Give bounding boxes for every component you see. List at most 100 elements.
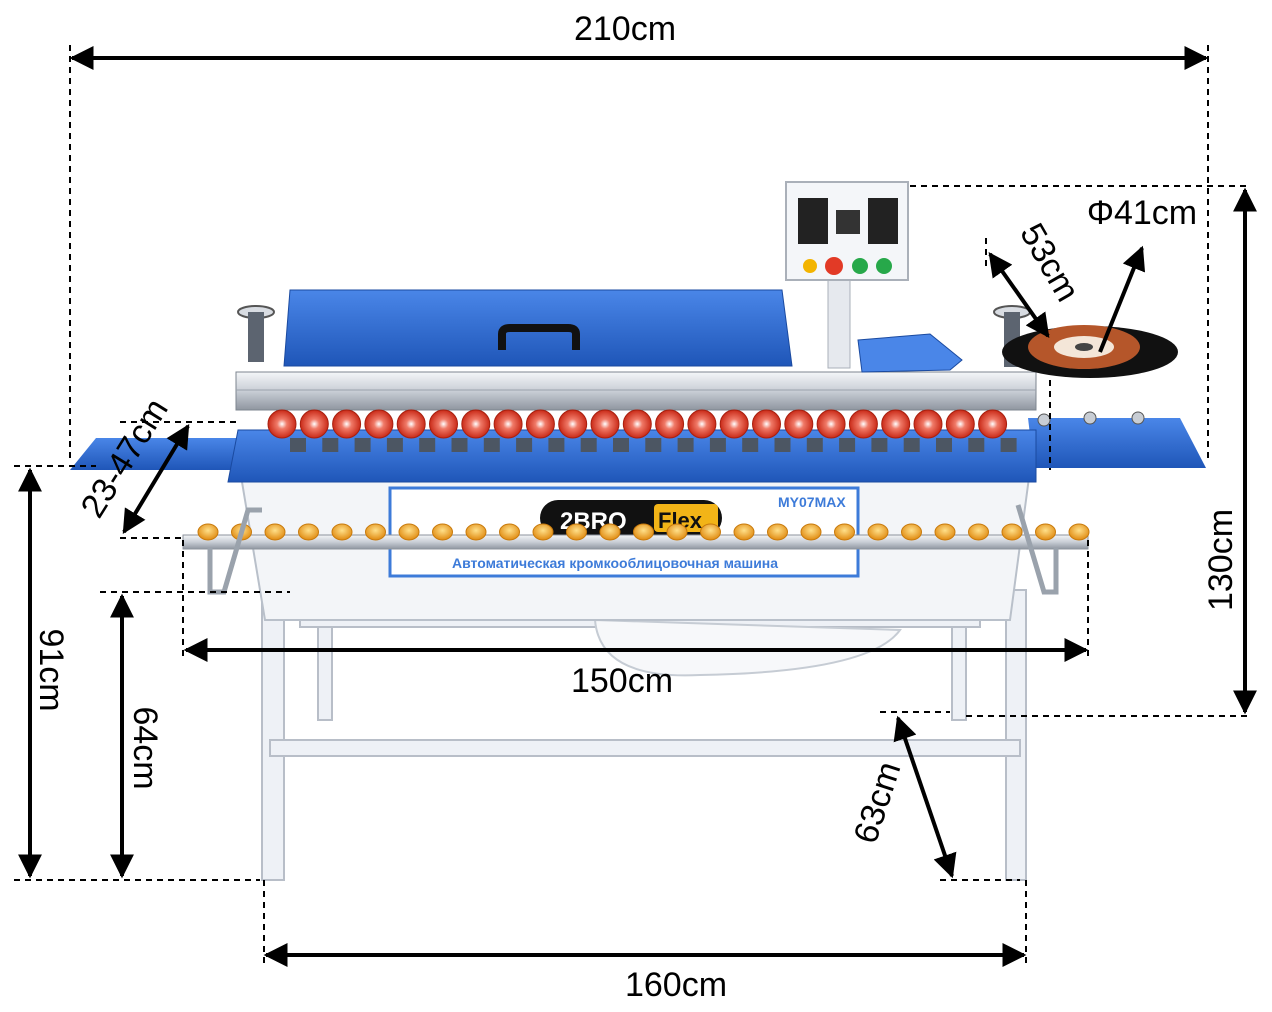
feed-slat bbox=[483, 438, 500, 452]
conveyor-roller bbox=[566, 523, 587, 541]
pressure-roller bbox=[396, 409, 426, 439]
pressure-beam bbox=[235, 371, 1037, 411]
arrow-53 bbox=[988, 252, 1050, 338]
conveyor-roller bbox=[934, 523, 956, 541]
start-button-icon bbox=[876, 258, 892, 274]
conveyor-roller bbox=[298, 523, 319, 541]
conveyor-roller bbox=[264, 523, 286, 541]
pressure-roller bbox=[913, 409, 943, 439]
conveyor-rollers bbox=[197, 523, 1090, 541]
conveyor-roller bbox=[901, 523, 922, 541]
dimension-guides bbox=[14, 45, 1250, 965]
pressure-roller bbox=[881, 409, 911, 439]
pressure-roller bbox=[752, 409, 781, 439]
pressure-roller bbox=[590, 409, 620, 439]
conveyor-roller bbox=[767, 523, 788, 541]
conveyor-roller bbox=[499, 523, 520, 541]
pressure-roller bbox=[978, 409, 1008, 439]
label-conveyor-length: 150cm bbox=[571, 662, 673, 700]
arrow-41 bbox=[1098, 245, 1146, 353]
pressure-roller bbox=[816, 409, 846, 439]
pressure-roller bbox=[525, 409, 555, 439]
conveyor-roller bbox=[666, 523, 688, 541]
pressure-roller bbox=[945, 409, 975, 439]
feed-slat bbox=[774, 438, 791, 452]
conveyor-roller bbox=[432, 523, 453, 541]
pressure-roller bbox=[784, 409, 814, 439]
pressure-rollers bbox=[267, 409, 1008, 439]
label-lower-height: 64cm bbox=[126, 706, 164, 789]
handwheel-icon bbox=[237, 305, 275, 362]
pressure-roller bbox=[848, 409, 878, 439]
start-button-icon bbox=[852, 258, 868, 274]
conveyor-roller bbox=[599, 523, 621, 541]
feed-slat bbox=[580, 438, 597, 452]
conveyor-roller bbox=[331, 523, 353, 541]
pressure-roller bbox=[687, 409, 717, 439]
feed-slats bbox=[290, 438, 1017, 452]
model-label: MY07MAX bbox=[778, 494, 846, 510]
feed-slat bbox=[419, 438, 436, 452]
label-disc-diameter: Φ41cm bbox=[1087, 194, 1197, 232]
pressure-roller bbox=[719, 409, 749, 439]
conveyor-roller bbox=[968, 523, 989, 541]
pressure-roller bbox=[332, 409, 362, 439]
label-base-width: 160cm bbox=[625, 966, 727, 1004]
pressure-roller bbox=[299, 409, 329, 439]
right-extension-table bbox=[1028, 418, 1206, 468]
feed-slat bbox=[322, 438, 339, 452]
pressure-roller bbox=[461, 409, 491, 439]
feed-slat bbox=[742, 438, 759, 452]
feed-slat bbox=[516, 438, 533, 452]
pressure-roller bbox=[493, 409, 523, 439]
machine: 2BRO Flex MY07MAX Автоматическая кромкоо… bbox=[70, 181, 1206, 881]
conveyor-roller bbox=[532, 523, 554, 541]
feed-slat bbox=[677, 438, 694, 452]
arrow-23-47 bbox=[122, 423, 190, 535]
conveyor-roller bbox=[1035, 523, 1056, 541]
control-column bbox=[827, 275, 851, 369]
feed-slat bbox=[290, 438, 306, 452]
conveyor-roller bbox=[700, 523, 721, 541]
feed-slat bbox=[839, 438, 856, 452]
feed-slat bbox=[354, 438, 371, 452]
feed-slat bbox=[806, 438, 823, 452]
glue-unit bbox=[857, 333, 963, 373]
pressure-roller bbox=[364, 409, 394, 439]
conveyor-roller bbox=[465, 523, 487, 541]
pressure-roller bbox=[655, 409, 685, 439]
feed-slat bbox=[709, 438, 726, 452]
feed-slat bbox=[936, 438, 952, 452]
conveyor-roller bbox=[1001, 523, 1023, 541]
conveyor-roller bbox=[733, 523, 755, 541]
conveyor-roller bbox=[633, 523, 654, 541]
conveyor-roller bbox=[398, 523, 420, 541]
cover-handle bbox=[498, 324, 580, 350]
feed-slat bbox=[903, 438, 920, 452]
feed-slat bbox=[386, 438, 403, 452]
pressure-roller bbox=[558, 409, 588, 439]
feed-slat bbox=[871, 438, 888, 452]
description-label: Автоматическая кромкооблицовочная машина bbox=[452, 555, 778, 571]
feed-slat bbox=[613, 438, 629, 452]
feed-slat bbox=[1000, 438, 1017, 452]
feed-slat bbox=[548, 438, 565, 452]
label-overall-height: 130cm bbox=[1202, 509, 1240, 611]
arrow-63 bbox=[893, 715, 957, 879]
label-feeder-length: 53cm bbox=[1012, 217, 1086, 308]
pressure-roller bbox=[267, 409, 297, 439]
label-overall-width: 210cm bbox=[574, 10, 676, 48]
conveyor-roller bbox=[1068, 523, 1090, 541]
label-depth: 63cm bbox=[847, 757, 909, 848]
conveyor-roller bbox=[834, 523, 855, 541]
conveyor-roller bbox=[197, 523, 219, 541]
feed-slat bbox=[645, 438, 662, 452]
emergency-stop-icon bbox=[825, 257, 843, 275]
pressure-roller bbox=[622, 409, 652, 439]
pressure-roller bbox=[429, 409, 458, 439]
feed-slat bbox=[451, 438, 468, 452]
conveyor-roller bbox=[867, 523, 889, 541]
power-indicator-icon bbox=[803, 259, 817, 273]
conveyor-roller bbox=[800, 523, 822, 541]
